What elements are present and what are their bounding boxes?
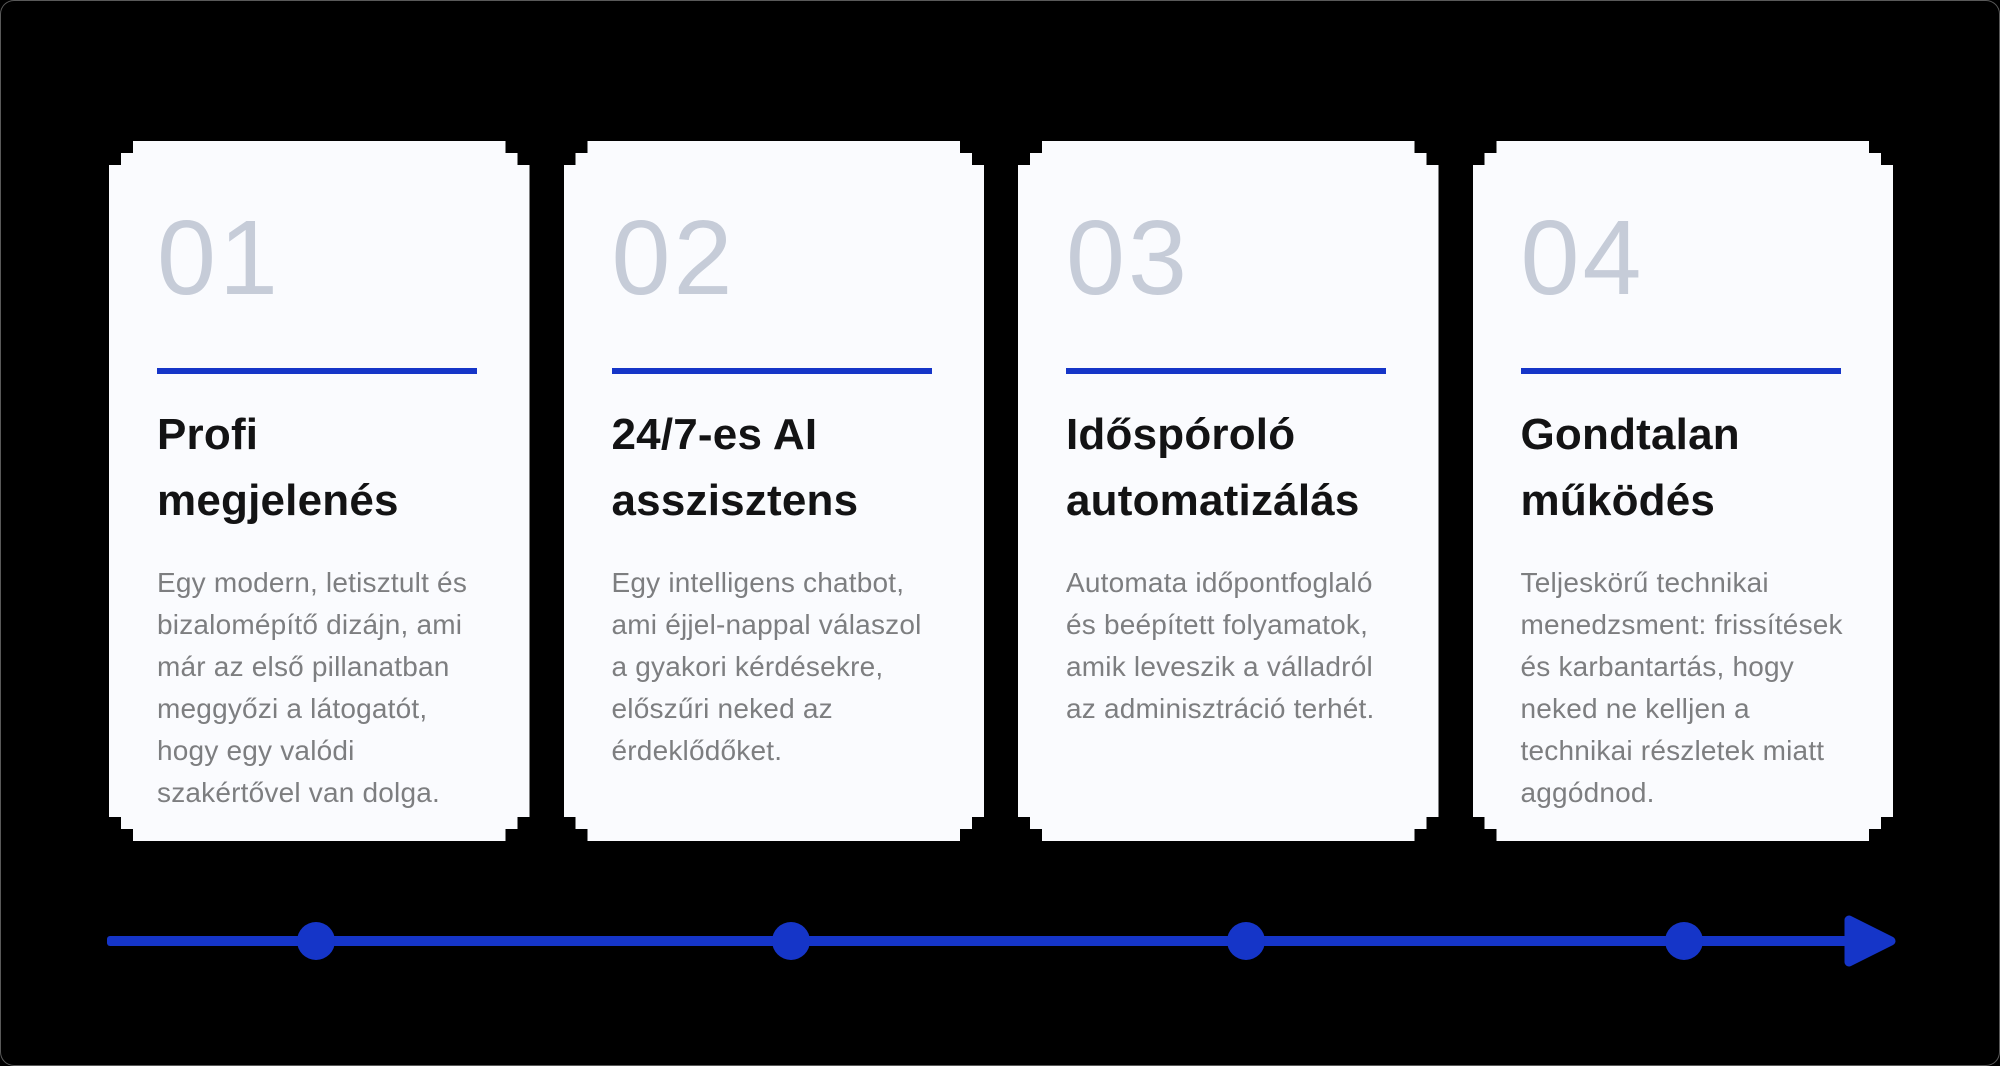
- timeline-dot: [297, 922, 335, 960]
- step-number: 01: [157, 199, 281, 317]
- step-title: Időspóroló automatizálás: [1066, 410, 1360, 525]
- timeline-line: [107, 936, 1855, 946]
- timeline-dot: [1665, 922, 1703, 960]
- timeline-dot: [772, 922, 810, 960]
- step-description: Automata időpontfoglaló és beépített fol…: [1066, 567, 1375, 724]
- arrow-right-icon: [1844, 915, 1896, 967]
- step-card-3: 03 Időspóroló automatizálás Automata idő…: [1018, 141, 1439, 841]
- step-description: Egy intelligens chatbot, ami éjjel-nappa…: [611, 567, 922, 766]
- step-title: Profi megjelenés: [157, 410, 399, 525]
- accent-divider: [1521, 368, 1841, 374]
- step-title: Gondtalan működés: [1520, 410, 1740, 525]
- step-cards-row: 01 Profi megjelenés Egy modern, letisztu…: [109, 141, 1893, 841]
- step-number: 03: [1066, 199, 1190, 317]
- step-description: Egy modern, letisztult és bizalomépítő d…: [157, 567, 468, 808]
- step-number: 02: [611, 199, 736, 317]
- step-number: 04: [1520, 199, 1645, 317]
- step-card-2: 02 24/7-es AI asszisztens Egy intelligen…: [564, 141, 985, 841]
- accent-divider: [157, 368, 477, 374]
- step-card-4: 04 Gondtalan működés Teljeskörű technika…: [1473, 141, 1894, 841]
- step-description: Teljeskörű technikai menedzsment: frissí…: [1520, 567, 1843, 808]
- step-title: 24/7-es AI asszisztens: [611, 410, 859, 525]
- accent-divider: [612, 368, 932, 374]
- timeline-dot: [1227, 922, 1265, 960]
- accent-divider: [1066, 368, 1386, 374]
- step-card-1: 01 Profi megjelenés Egy modern, letisztu…: [109, 141, 530, 841]
